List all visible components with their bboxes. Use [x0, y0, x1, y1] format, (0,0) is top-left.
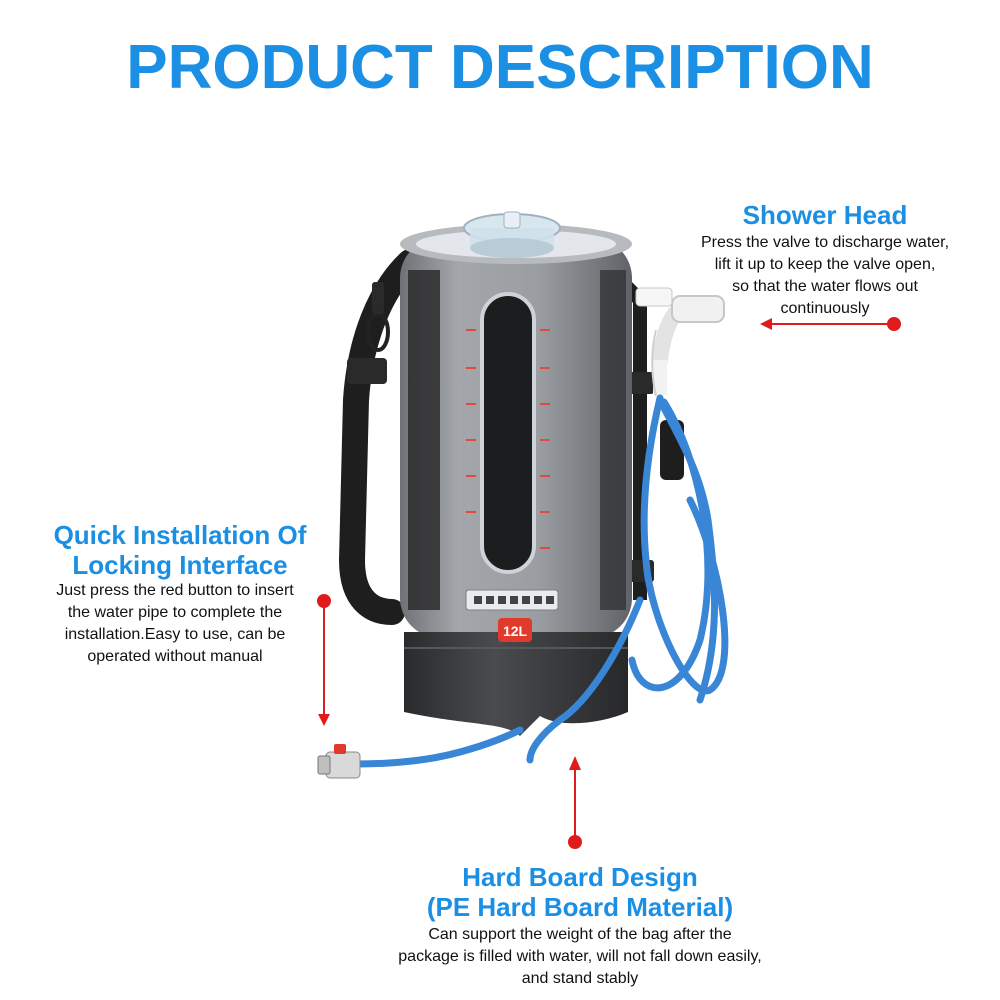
locking-interface-heading-line: Locking Interface: [72, 550, 288, 580]
page-title: PRODUCT DESCRIPTION: [126, 33, 874, 102]
shower-head-desc-line: lift it up to keep the valve open,: [714, 256, 936, 273]
locking-interface-desc-line: operated without manual: [87, 648, 263, 665]
hard-board-description: Can support the weight of the bag after …: [370, 924, 790, 990]
shower-head-heading: Shower Head: [742, 200, 908, 230]
hard-board-heading-line: Hard Board Design: [462, 862, 698, 892]
hard-board-heading: Hard Board Design (PE Hard Board Materia…: [370, 862, 790, 922]
locking-interface-desc-line: installation.Easy to use, can be: [64, 626, 286, 643]
shower-head-desc-line: so that the water flows out: [732, 278, 918, 295]
carabiner-icon: [366, 282, 390, 352]
shower-head-icon: [635, 287, 725, 397]
shower-head-pointer: [760, 317, 901, 331]
shower-head-desc-line: Press the valve to discharge water,: [700, 234, 950, 251]
shoulder-strap: [338, 249, 423, 625]
shower-head-description: Press the valve to discharge water, lift…: [680, 232, 970, 320]
locking-interface-heading-line: Quick Installation Of: [53, 520, 307, 550]
hard-board-desc-line: and stand stably: [521, 970, 639, 987]
water-window: [480, 292, 536, 574]
locking-interface-pointer: [317, 594, 331, 726]
shower-head-desc-line: continuously: [780, 300, 870, 317]
hard-board-desc-line: Can support the weight of the bag after …: [428, 926, 732, 943]
hard-board-pointer: [568, 756, 582, 849]
filler-cap-icon: [463, 211, 561, 258]
hard-board-heading-line: (PE Hard Board Material): [426, 892, 734, 922]
capacity-badge-label: 12L: [503, 623, 528, 639]
locking-interface-desc-line: Just press the red button to insert: [56, 582, 294, 599]
water-hose: [526, 394, 729, 764]
locking-connector-icon: [317, 744, 361, 779]
strap-buckle: [347, 358, 387, 384]
hard-board-desc-line: package is filled with water, will not f…: [398, 948, 762, 965]
inlet-hose: [354, 726, 524, 768]
locking-interface-description: Just press the red button to insert the …: [30, 580, 320, 668]
capacity-badge: [498, 618, 532, 642]
locking-interface-desc-line: the water pipe to complete the: [67, 604, 283, 621]
locking-interface-heading: Quick Installation Of Locking Interface: [30, 520, 330, 580]
